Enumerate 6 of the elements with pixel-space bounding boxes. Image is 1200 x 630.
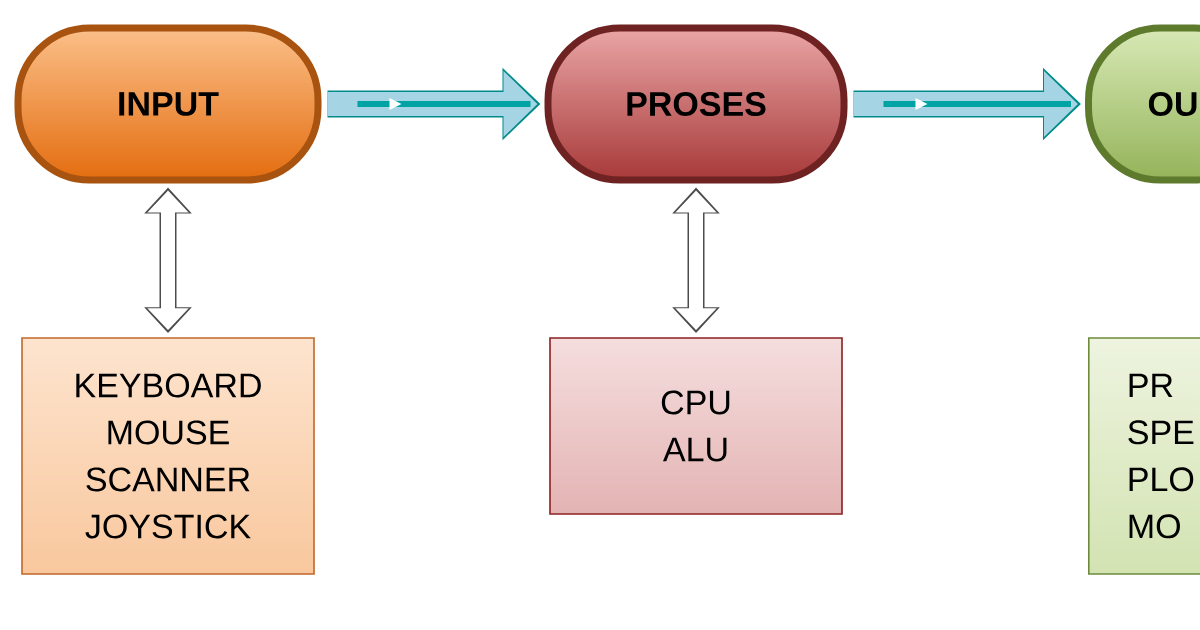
device-list-box: CPU ALU	[549, 337, 843, 515]
device-list-box: KEYBOARD MOUSE SCANNER JOYSTICK	[21, 337, 315, 575]
capsule: OU	[1085, 24, 1200, 184]
capsule: INPUT	[14, 24, 322, 184]
device-list-box: PR SPE PLO MO	[1088, 337, 1200, 575]
capsule: PROSES	[544, 24, 848, 184]
